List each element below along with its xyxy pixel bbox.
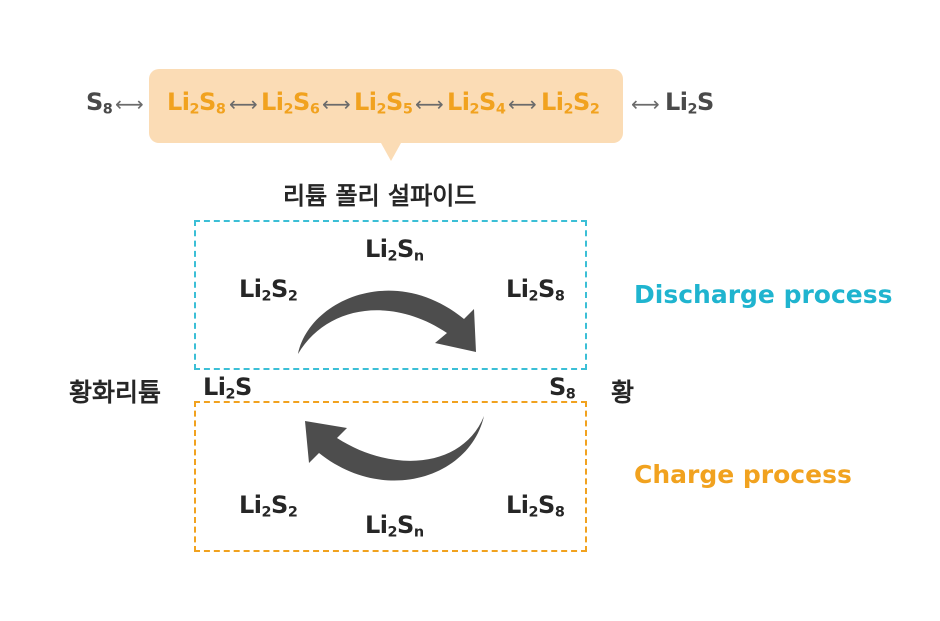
double-arrow-icon: ⟷ — [415, 92, 444, 116]
sulfur-label: 황 — [611, 378, 635, 407]
discharge-li2s8-formula: Li2S8 — [506, 275, 565, 305]
callout-pointer — [381, 143, 401, 161]
charge-li2s8-formula: Li2S8 — [506, 491, 565, 521]
double-arrow-icon: ⟷ — [229, 92, 258, 116]
charge-li2sn-formula: Li2Sn — [365, 511, 424, 541]
charge-box — [194, 401, 587, 552]
discharge-li2s2-formula: Li2S2 — [239, 275, 298, 305]
double-arrow-icon: ⟷ — [631, 92, 660, 116]
li2s-formula: Li2S — [665, 88, 714, 118]
li2s2-formula: Li2S2 — [541, 88, 600, 118]
discharge-li2sn-formula: Li2Sn — [365, 235, 424, 265]
double-arrow-icon: ⟷ — [322, 92, 351, 116]
li2s6-formula: Li2S6 — [261, 88, 320, 118]
double-arrow-icon: ⟷ — [508, 92, 537, 116]
li2s4-formula: Li2S4 — [447, 88, 506, 118]
polysulfide-callout — [149, 69, 623, 143]
discharge-process-label: Discharge process — [634, 280, 893, 309]
discharge-arrow-icon — [298, 290, 476, 354]
double-arrow-icon: ⟷ — [115, 92, 144, 116]
s8-formula: S8 — [86, 88, 113, 118]
li2s8-formula: Li2S8 — [167, 88, 226, 118]
li2s-cycle-formula: Li2S — [203, 373, 252, 403]
lithium-sulfide-label: 황화리튬 — [69, 378, 162, 407]
s8-cycle-formula: S8 — [549, 373, 576, 403]
charge-li2s2-formula: Li2S2 — [239, 491, 298, 521]
discharge-box — [194, 220, 587, 370]
charge-arrow-icon — [305, 416, 484, 481]
charge-process-label: Charge process — [634, 460, 852, 489]
li2s5-formula: Li2S5 — [354, 88, 413, 118]
polysulfide-caption: 리튬 폴리 설파이드 — [283, 182, 477, 210]
